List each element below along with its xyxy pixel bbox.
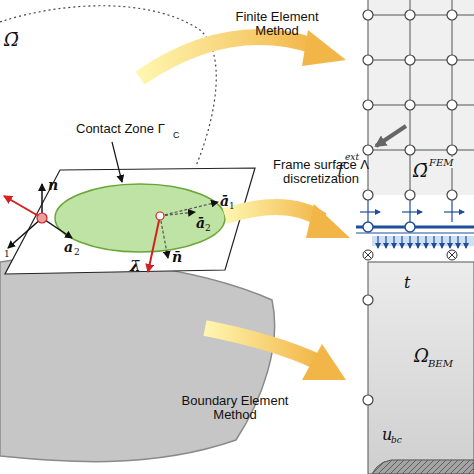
math-label: ā [220, 194, 229, 209]
math-label: 2 [74, 248, 80, 258]
math-label: n [48, 178, 58, 193]
method-label: Contact Zone Γ [76, 122, 165, 136]
region-label: BEM [428, 358, 453, 369]
math-label: n̄ [172, 250, 182, 265]
method-label: Boundary Element Method [176, 394, 294, 423]
math-label: u [382, 426, 392, 444]
math-label: ext [345, 153, 359, 163]
math-label: 1 [4, 250, 10, 260]
method-label: C [173, 131, 180, 141]
region-label: Ω [414, 346, 429, 366]
math-label: f [338, 160, 344, 177]
method-label: Frame surface Λ discretization [262, 158, 380, 187]
method-label: Finite Element Method [212, 10, 342, 39]
math-label: ā [196, 216, 205, 231]
math-label: 2 [205, 224, 211, 234]
math-label: a [64, 240, 73, 255]
math-label: bc [391, 436, 402, 446]
region-label: Ω̄ [412, 161, 429, 181]
region-box: Ω̄FEM [368, 15, 474, 195]
region-box: ΩBEM [368, 262, 474, 474]
math-label: Ω̄ [4, 30, 19, 50]
math-label: 1 [229, 202, 235, 212]
math-label: λ̄ [130, 258, 141, 275]
region-label: FEM [428, 157, 454, 168]
math-label: t [404, 274, 410, 292]
